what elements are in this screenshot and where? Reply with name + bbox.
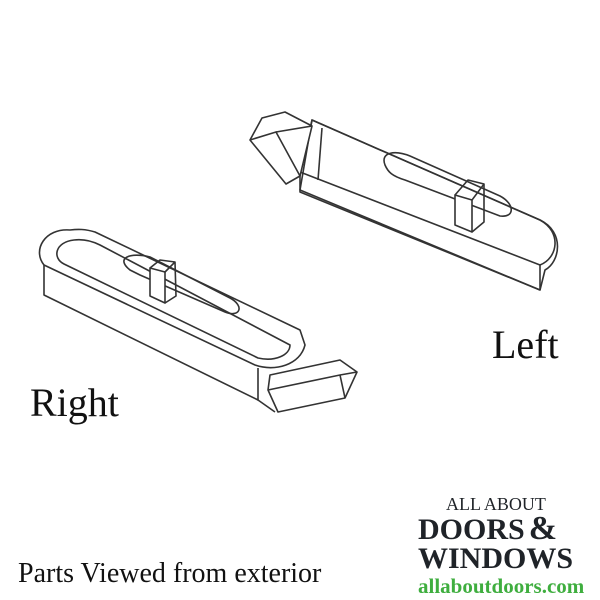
logo-row2: DOORS&: [418, 512, 598, 546]
right-part-label: Right: [30, 380, 119, 425]
left-latch-part: [249, 111, 559, 291]
caption: Parts Viewed from exterior: [18, 558, 322, 589]
logo-url: allaboutdoors.com: [418, 574, 585, 598]
logo-ampersand: &: [528, 510, 558, 547]
left-part-label: Left: [492, 322, 559, 367]
logo-line3: WINDOWS: [418, 542, 574, 575]
brand-logo: ALL ABOUT DOORS& WINDOWS allaboutdoors.c…: [418, 494, 598, 598]
logo-line1: ALL ABOUT: [446, 494, 546, 514]
right-latch-part: [38, 228, 358, 413]
logo-line2: DOORS: [418, 513, 525, 546]
